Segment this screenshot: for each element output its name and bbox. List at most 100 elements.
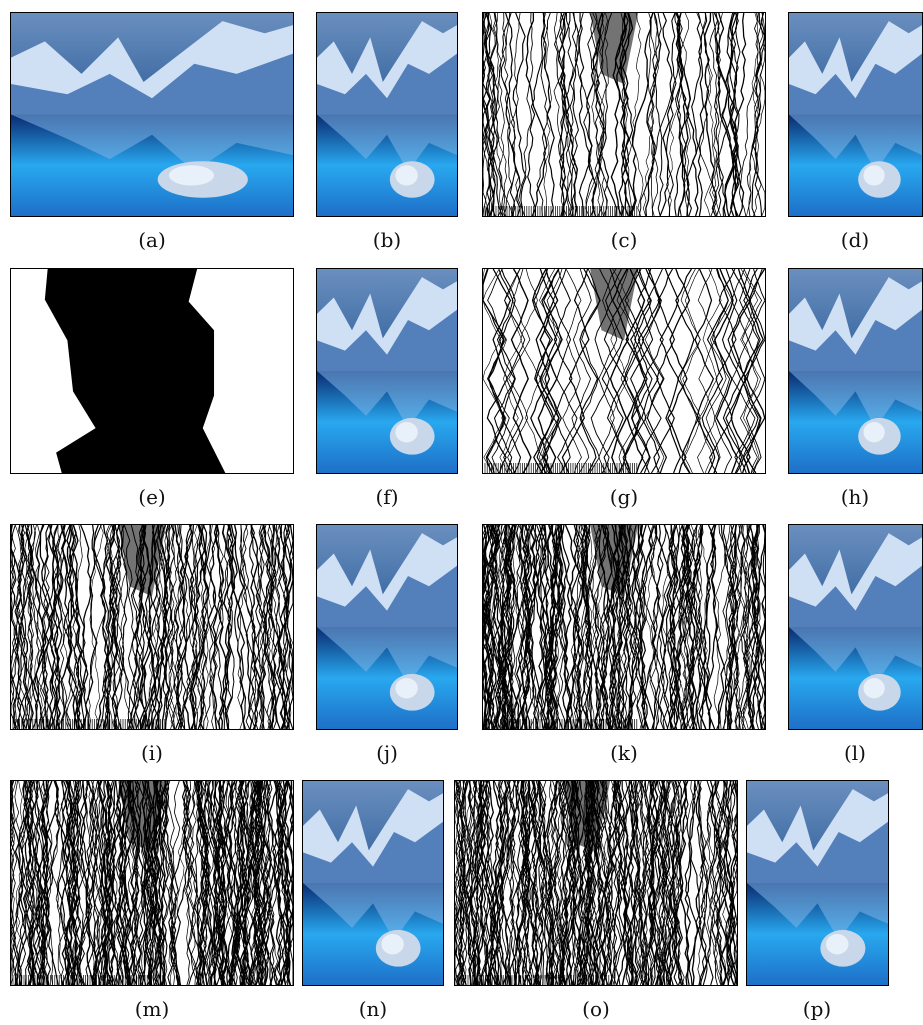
seam-path [155,525,168,729]
seam-path [534,781,547,985]
seam-path [561,269,590,473]
seam-path [175,525,187,729]
seam-path [564,13,574,216]
seam-cluster [590,525,639,597]
seam-path [92,781,99,985]
seam-path [623,781,635,985]
seam-path [208,525,225,729]
seam-path [684,781,696,985]
seam-cluster [590,13,639,85]
seam-path [697,269,716,473]
seam-path [542,269,562,473]
seam-path [721,269,743,473]
seam-path [85,781,105,985]
seam-path [111,525,123,729]
seam-path [11,781,26,985]
seam-lines [483,525,765,729]
seam-path [695,525,709,729]
seam-path [661,525,685,729]
seam-path [160,525,172,729]
seam-path [713,13,736,216]
seam-path [237,781,255,985]
seam-path [527,13,546,216]
seam-path [483,525,491,729]
seam-lines [483,13,765,216]
seam-path [630,781,651,985]
seam-path [502,525,513,729]
seam-path [520,269,544,473]
seam-path [102,781,116,985]
seam-path [485,781,499,985]
seam-path [678,781,690,985]
seam-path [67,781,85,985]
seam-path [628,525,640,729]
seam-path [512,13,527,216]
seam-path [746,13,759,216]
seam-path [638,781,649,985]
seam-path [718,525,740,729]
seam-path [492,525,515,729]
seam-path [68,525,86,729]
seam-path [109,781,125,985]
seam-path [711,781,733,985]
seam-path [233,781,246,985]
seam-path [14,781,32,985]
panel-l-resized-photo [788,524,923,730]
seam-path [455,781,468,985]
seam-path [57,525,74,729]
seam-path [467,781,481,985]
seam-path [671,525,685,729]
seam-path [186,781,197,985]
seam-path [530,269,555,473]
seam-path [24,781,42,985]
seam-path [738,269,761,473]
seam-path [541,525,550,729]
seam-path [455,781,465,985]
seam-path [652,781,663,985]
seam-path [589,13,604,216]
seam-path [456,781,466,985]
caption-g: (g) [609,485,639,509]
seam-path [490,781,511,985]
seam-lines [455,781,737,985]
seam-path [79,781,94,985]
seam-path [66,781,81,985]
seam-path [682,525,698,729]
panel-k-seam-map [482,524,766,730]
seam-path [478,781,491,985]
seam-path [185,781,200,985]
seam-path [40,781,66,985]
seam-path [498,269,522,473]
seam-path [702,525,717,729]
seam-path [674,781,694,985]
seam-path [525,13,548,216]
panel-h-resized-photo [788,268,923,474]
caption-n: (n) [358,997,388,1021]
seam-path [256,525,266,729]
seam-path [11,525,18,729]
seam-path [660,781,674,985]
seam-path [685,525,698,729]
seam-path [120,781,131,985]
seam-path [478,781,492,985]
seam-path [696,13,718,216]
seam-path [65,525,78,729]
seam-path [50,525,69,729]
seam-path [552,781,570,985]
seam-path [276,781,292,985]
seam-path [650,781,670,985]
seam-path [553,269,573,473]
panel-d-resized-photo [788,12,923,217]
panel-g-seam-map [482,268,766,474]
seam-path [691,781,705,985]
seam-path [628,781,641,985]
seam-path [571,269,592,473]
caption-b: (b) [372,228,402,252]
seam-path [218,525,238,729]
seam-path [705,525,717,729]
seam-path [730,269,752,473]
seam-path [667,269,691,473]
caption-k: (k) [610,741,638,765]
seam-path [709,13,720,216]
seam-path [666,13,684,216]
